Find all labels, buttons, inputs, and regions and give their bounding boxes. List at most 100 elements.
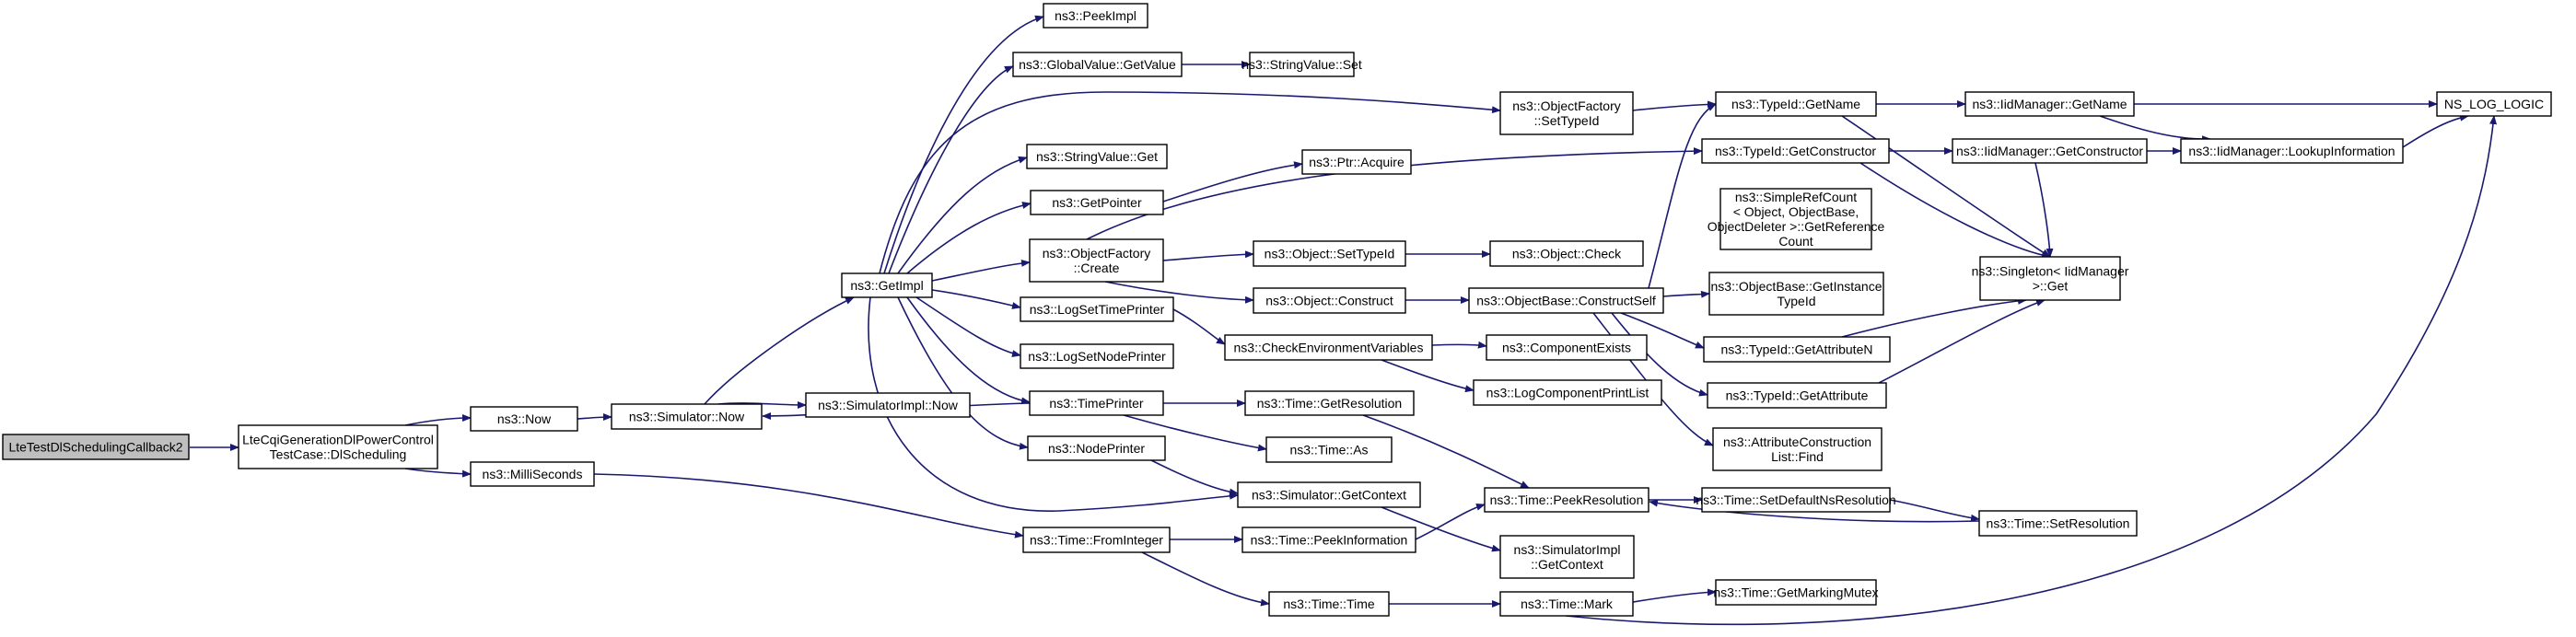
edge-arrow bbox=[1565, 115, 2498, 626]
node-gvgetvalue[interactable]: ns3::GlobalValue::GetValue bbox=[1012, 52, 1183, 77]
node-label: ns3::Object::Check bbox=[1512, 247, 1622, 261]
edge-timemark-to-nslog bbox=[1565, 115, 2498, 626]
edge-arrow bbox=[2402, 113, 2469, 148]
node-getmarkingmutex[interactable]: ns3::Time::GetMarkingMutex bbox=[1713, 579, 1879, 606]
node-lookupinfo[interactable]: ns3::IidManager::LookupInformation bbox=[2180, 138, 2404, 164]
edge-getimpl-to-gvgetvalue bbox=[888, 65, 1014, 274]
edge-getattrn-to-singleton bbox=[1841, 296, 2027, 338]
node-constructself[interactable]: ns3::ObjectBase::ConstructSelf bbox=[1468, 287, 1664, 314]
node-simgetctx[interactable]: ns3::Simulator::GetContext bbox=[1237, 481, 1421, 508]
node-compexists[interactable]: ns3::ComponentExists bbox=[1486, 334, 1648, 361]
node-peekres[interactable]: ns3::Time::PeekResolution bbox=[1484, 487, 1649, 513]
node-simnow[interactable]: ns3::Simulator::Now bbox=[611, 403, 763, 430]
node-now[interactable]: ns3::Now bbox=[470, 406, 578, 432]
node-getpointer[interactable]: ns3::GetPointer bbox=[1030, 190, 1164, 215]
edge-arrow bbox=[897, 156, 1028, 274]
node-timeprinter[interactable]: ns3::TimePrinter bbox=[1029, 390, 1164, 416]
node-label: ns3::LogSetTimePrinter bbox=[1030, 302, 1165, 317]
node-getattr[interactable]: ns3::TypeId::GetAttribute bbox=[1707, 382, 1887, 409]
node-objcheck[interactable]: ns3::Object::Check bbox=[1489, 240, 1644, 267]
node-simimplgetctx[interactable]: ns3::SimulatorImpl::GetContext bbox=[1499, 535, 1635, 579]
edge-typeidgetname-to-singleton bbox=[1841, 115, 2051, 258]
node-nslog[interactable]: NS_LOG_LOGIC bbox=[2436, 91, 2552, 117]
node-dlsched[interactable]: LteCqiGenerationDlPowerControlTestCase::… bbox=[238, 424, 438, 469]
node-singleton[interactable]: ns3::Singleton< IidManager>::Get bbox=[1972, 256, 2129, 301]
node-label: ns3::IidManager::GetName bbox=[1972, 97, 2127, 111]
edge-getimpl-to-peekimpl bbox=[883, 15, 1044, 274]
node-simimplnow[interactable]: ns3::SimulatorImpl::Now bbox=[805, 392, 971, 418]
node-timetime[interactable]: ns3::Time::Time bbox=[1268, 591, 1390, 617]
edge-arrow bbox=[2034, 162, 2054, 258]
node-typeidgetname[interactable]: ns3::TypeId::GetName bbox=[1715, 91, 1877, 117]
node-ofcreate[interactable]: ns3::ObjectFactory::Create bbox=[1029, 238, 1164, 283]
node-box bbox=[1489, 240, 1644, 267]
node-label: ns3::TypeId::GetName bbox=[1731, 97, 1860, 111]
node-getimpl[interactable]: ns3::GetImpl bbox=[841, 272, 933, 298]
node-label: ns3::Time::GetMarkingMutex bbox=[1713, 585, 1878, 600]
node-fromint[interactable]: ns3::Time::FromInteger bbox=[1022, 527, 1171, 553]
node-nodeprinter[interactable]: ns3::NodePrinter bbox=[1027, 435, 1166, 461]
node-label: ns3::ObjectFactory bbox=[1043, 246, 1151, 261]
edge-getres-to-peekres bbox=[1362, 414, 1530, 489]
node-label: ns3::Time::SetDefaultNsResolution bbox=[1696, 492, 1895, 507]
node-objsettypeid[interactable]: ns3::Object::SetTypeId bbox=[1253, 240, 1406, 267]
node-ofsettypeid[interactable]: ns3::ObjectFactory::SetTypeId bbox=[1499, 91, 1634, 135]
edge-arrow bbox=[1086, 147, 1703, 240]
node-peekinfo[interactable]: ns3::Time::PeekInformation bbox=[1241, 527, 1416, 553]
node-getattrn[interactable]: ns3::TypeId::GetAttributeN bbox=[1703, 336, 1891, 363]
node-box bbox=[1020, 296, 1174, 322]
edge-setres-to-peekres bbox=[1649, 499, 1980, 523]
edge-lookupinfo-to-nslog bbox=[2402, 113, 2469, 148]
edge-arrow bbox=[1841, 296, 2027, 338]
node-label: ns3::ObjectBase::GetInstance bbox=[1711, 279, 1882, 294]
node-box bbox=[1043, 3, 1148, 29]
edge-arrow bbox=[931, 289, 1021, 309]
node-box bbox=[1964, 91, 2135, 117]
node-svget[interactable]: ns3::StringValue::Get bbox=[1026, 144, 1168, 169]
node-typeidgetctor[interactable]: ns3::TypeId::GetConstructor bbox=[1701, 138, 1890, 164]
edge-arrow bbox=[931, 259, 1031, 282]
node-peekimpl[interactable]: ns3::PeekImpl bbox=[1043, 3, 1148, 29]
edge-arrow bbox=[1611, 312, 1708, 397]
node-logcomplist[interactable]: ns3::LogComponentPrintList bbox=[1473, 379, 1662, 406]
node-label: ns3::Simulator::Now bbox=[629, 410, 745, 424]
node-label: ns3::StringValue::Set bbox=[1241, 57, 1362, 72]
node-checkenv[interactable]: ns3::CheckEnvironmentVariables bbox=[1224, 334, 1433, 361]
node-timemark[interactable]: ns3::Time::Mark bbox=[1499, 591, 1634, 617]
node-label: ns3::Time::PeekResolution bbox=[1490, 492, 1644, 507]
node-svset[interactable]: ns3::StringValue::Set bbox=[1241, 52, 1362, 77]
node-setdefaultns[interactable]: ns3::Time::SetDefaultNsResolution bbox=[1696, 487, 1896, 513]
edge-arrow bbox=[1632, 100, 1717, 111]
node-box bbox=[1022, 527, 1171, 553]
edge-arrow bbox=[1841, 115, 2051, 258]
node-label: LteTestDlSchedulingCallback2 bbox=[8, 440, 182, 455]
node-millis[interactable]: ns3::MilliSeconds bbox=[470, 461, 595, 487]
node-label: ::GetContext bbox=[1531, 557, 1603, 572]
node-setres[interactable]: ns3::Time::SetResolution bbox=[1978, 510, 2138, 537]
edge-arrow bbox=[1162, 250, 1254, 261]
node-label: NS_LOG_LOGIC bbox=[2444, 97, 2544, 111]
edge-constructself-to-typeidgetname bbox=[1648, 103, 1717, 289]
edge-getimpl-to-logsettime bbox=[931, 289, 1021, 309]
node-label: ns3::LogSetNodePrinter bbox=[1028, 349, 1166, 364]
edge-fromint-to-timetime bbox=[1141, 551, 1270, 607]
edge-arrow bbox=[704, 296, 855, 405]
node-simplerefcount[interactable]: ns3::SimpleRefCount< Object, ObjectBase,… bbox=[1708, 188, 1885, 250]
node-label: ns3::ObjectBase::ConstructSelf bbox=[1476, 294, 1656, 308]
node-getres[interactable]: ns3::Time::GetResolution bbox=[1244, 390, 1415, 416]
edge-arrow bbox=[1381, 506, 1501, 552]
node-logsettime[interactable]: ns3::LogSetTimePrinter bbox=[1020, 296, 1174, 322]
node-iidgetctor[interactable]: ns3::IidManager::GetConstructor bbox=[1952, 138, 2148, 164]
node-objconstruct[interactable]: ns3::Object::Construct bbox=[1253, 287, 1406, 314]
node-box bbox=[1715, 579, 1877, 606]
node-box bbox=[1029, 390, 1164, 416]
node-iidgetname[interactable]: ns3::IidManager::GetName bbox=[1964, 91, 2135, 117]
node-label: ns3::Now bbox=[497, 411, 552, 426]
edge-arrow bbox=[888, 65, 1014, 274]
node-logsetnode[interactable]: ns3::LogSetNodePrinter bbox=[1020, 343, 1174, 369]
node-ptracquire[interactable]: ns3::Ptr::Acquire bbox=[1301, 149, 1412, 175]
node-timeas[interactable]: ns3::Time::As bbox=[1265, 436, 1393, 463]
node-root[interactable]: LteTestDlSchedulingCallback2 bbox=[2, 434, 190, 460]
